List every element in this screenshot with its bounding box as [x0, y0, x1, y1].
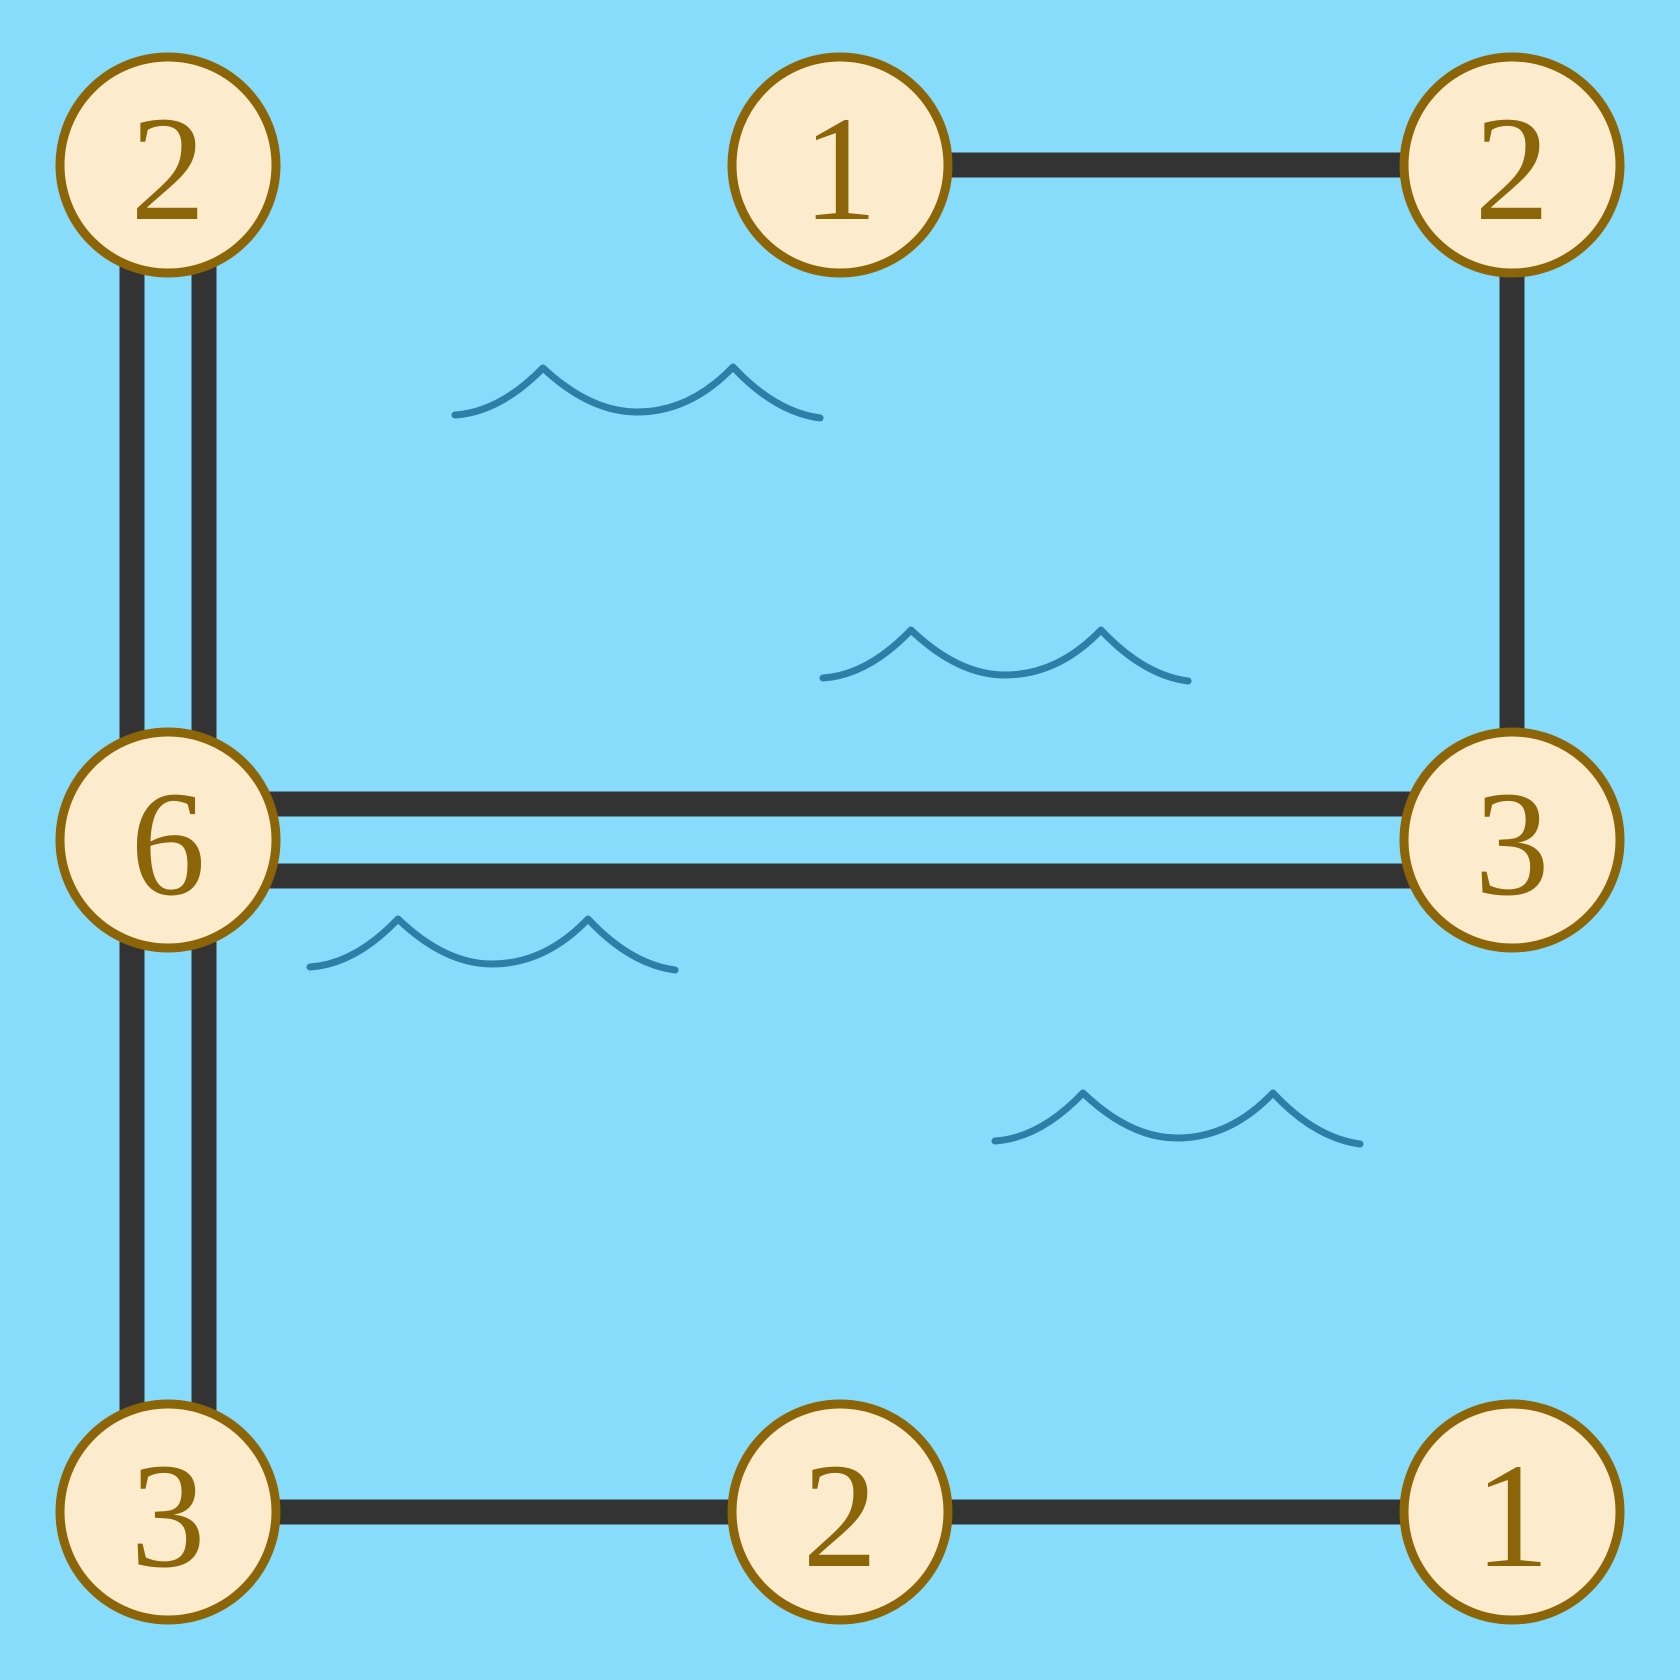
island-r0c2-circle[interactable] — [1399, 52, 1625, 278]
island-r2c1-circle[interactable] — [727, 1399, 953, 1625]
island-r0c2[interactable]: 2 — [1399, 52, 1625, 278]
island-r1c2-label: 3 — [1475, 761, 1550, 927]
island-r0c1-circle[interactable] — [727, 52, 953, 278]
island-r1c2-circle[interactable] — [1399, 727, 1625, 953]
island-r2c2-circle[interactable] — [1399, 1399, 1625, 1625]
bridge-middle-6-3[interactable] — [248, 791, 1432, 889]
island-r2c2-label: 1 — [1475, 1433, 1550, 1599]
wave-middle-right — [819, 626, 1192, 685]
island-r1c2[interactable]: 3 — [1399, 727, 1625, 953]
island-r2c0-circle[interactable] — [55, 1399, 281, 1625]
island-r0c0[interactable]: 2 — [55, 52, 281, 278]
bridge-left-bottom-6-3[interactable] — [119, 920, 217, 1432]
wave-middle-left — [306, 915, 679, 974]
island-r1c0[interactable]: 6 — [55, 727, 281, 953]
island-r2c1[interactable]: 2 — [727, 1399, 953, 1625]
island-r0c1[interactable]: 1 — [727, 52, 953, 278]
island-r1c0-circle[interactable] — [55, 727, 281, 953]
wave-bottom-right — [991, 1089, 1364, 1148]
island-r2c2[interactable]: 1 — [1399, 1399, 1625, 1625]
bridge-left-top-2-6[interactable] — [119, 245, 217, 760]
island-r2c0[interactable]: 3 — [55, 1399, 281, 1625]
island-r0c0-circle[interactable] — [55, 52, 281, 278]
island-r2c0-label: 3 — [131, 1433, 206, 1599]
island-r0c2-label: 2 — [1475, 86, 1550, 252]
island-r2c1-label: 2 — [803, 1433, 878, 1599]
island-r1c0-label: 6 — [131, 761, 206, 927]
island-r0c0-label: 2 — [131, 86, 206, 252]
island-r0c1-label: 1 — [803, 86, 878, 252]
wave-top-left — [451, 363, 824, 422]
